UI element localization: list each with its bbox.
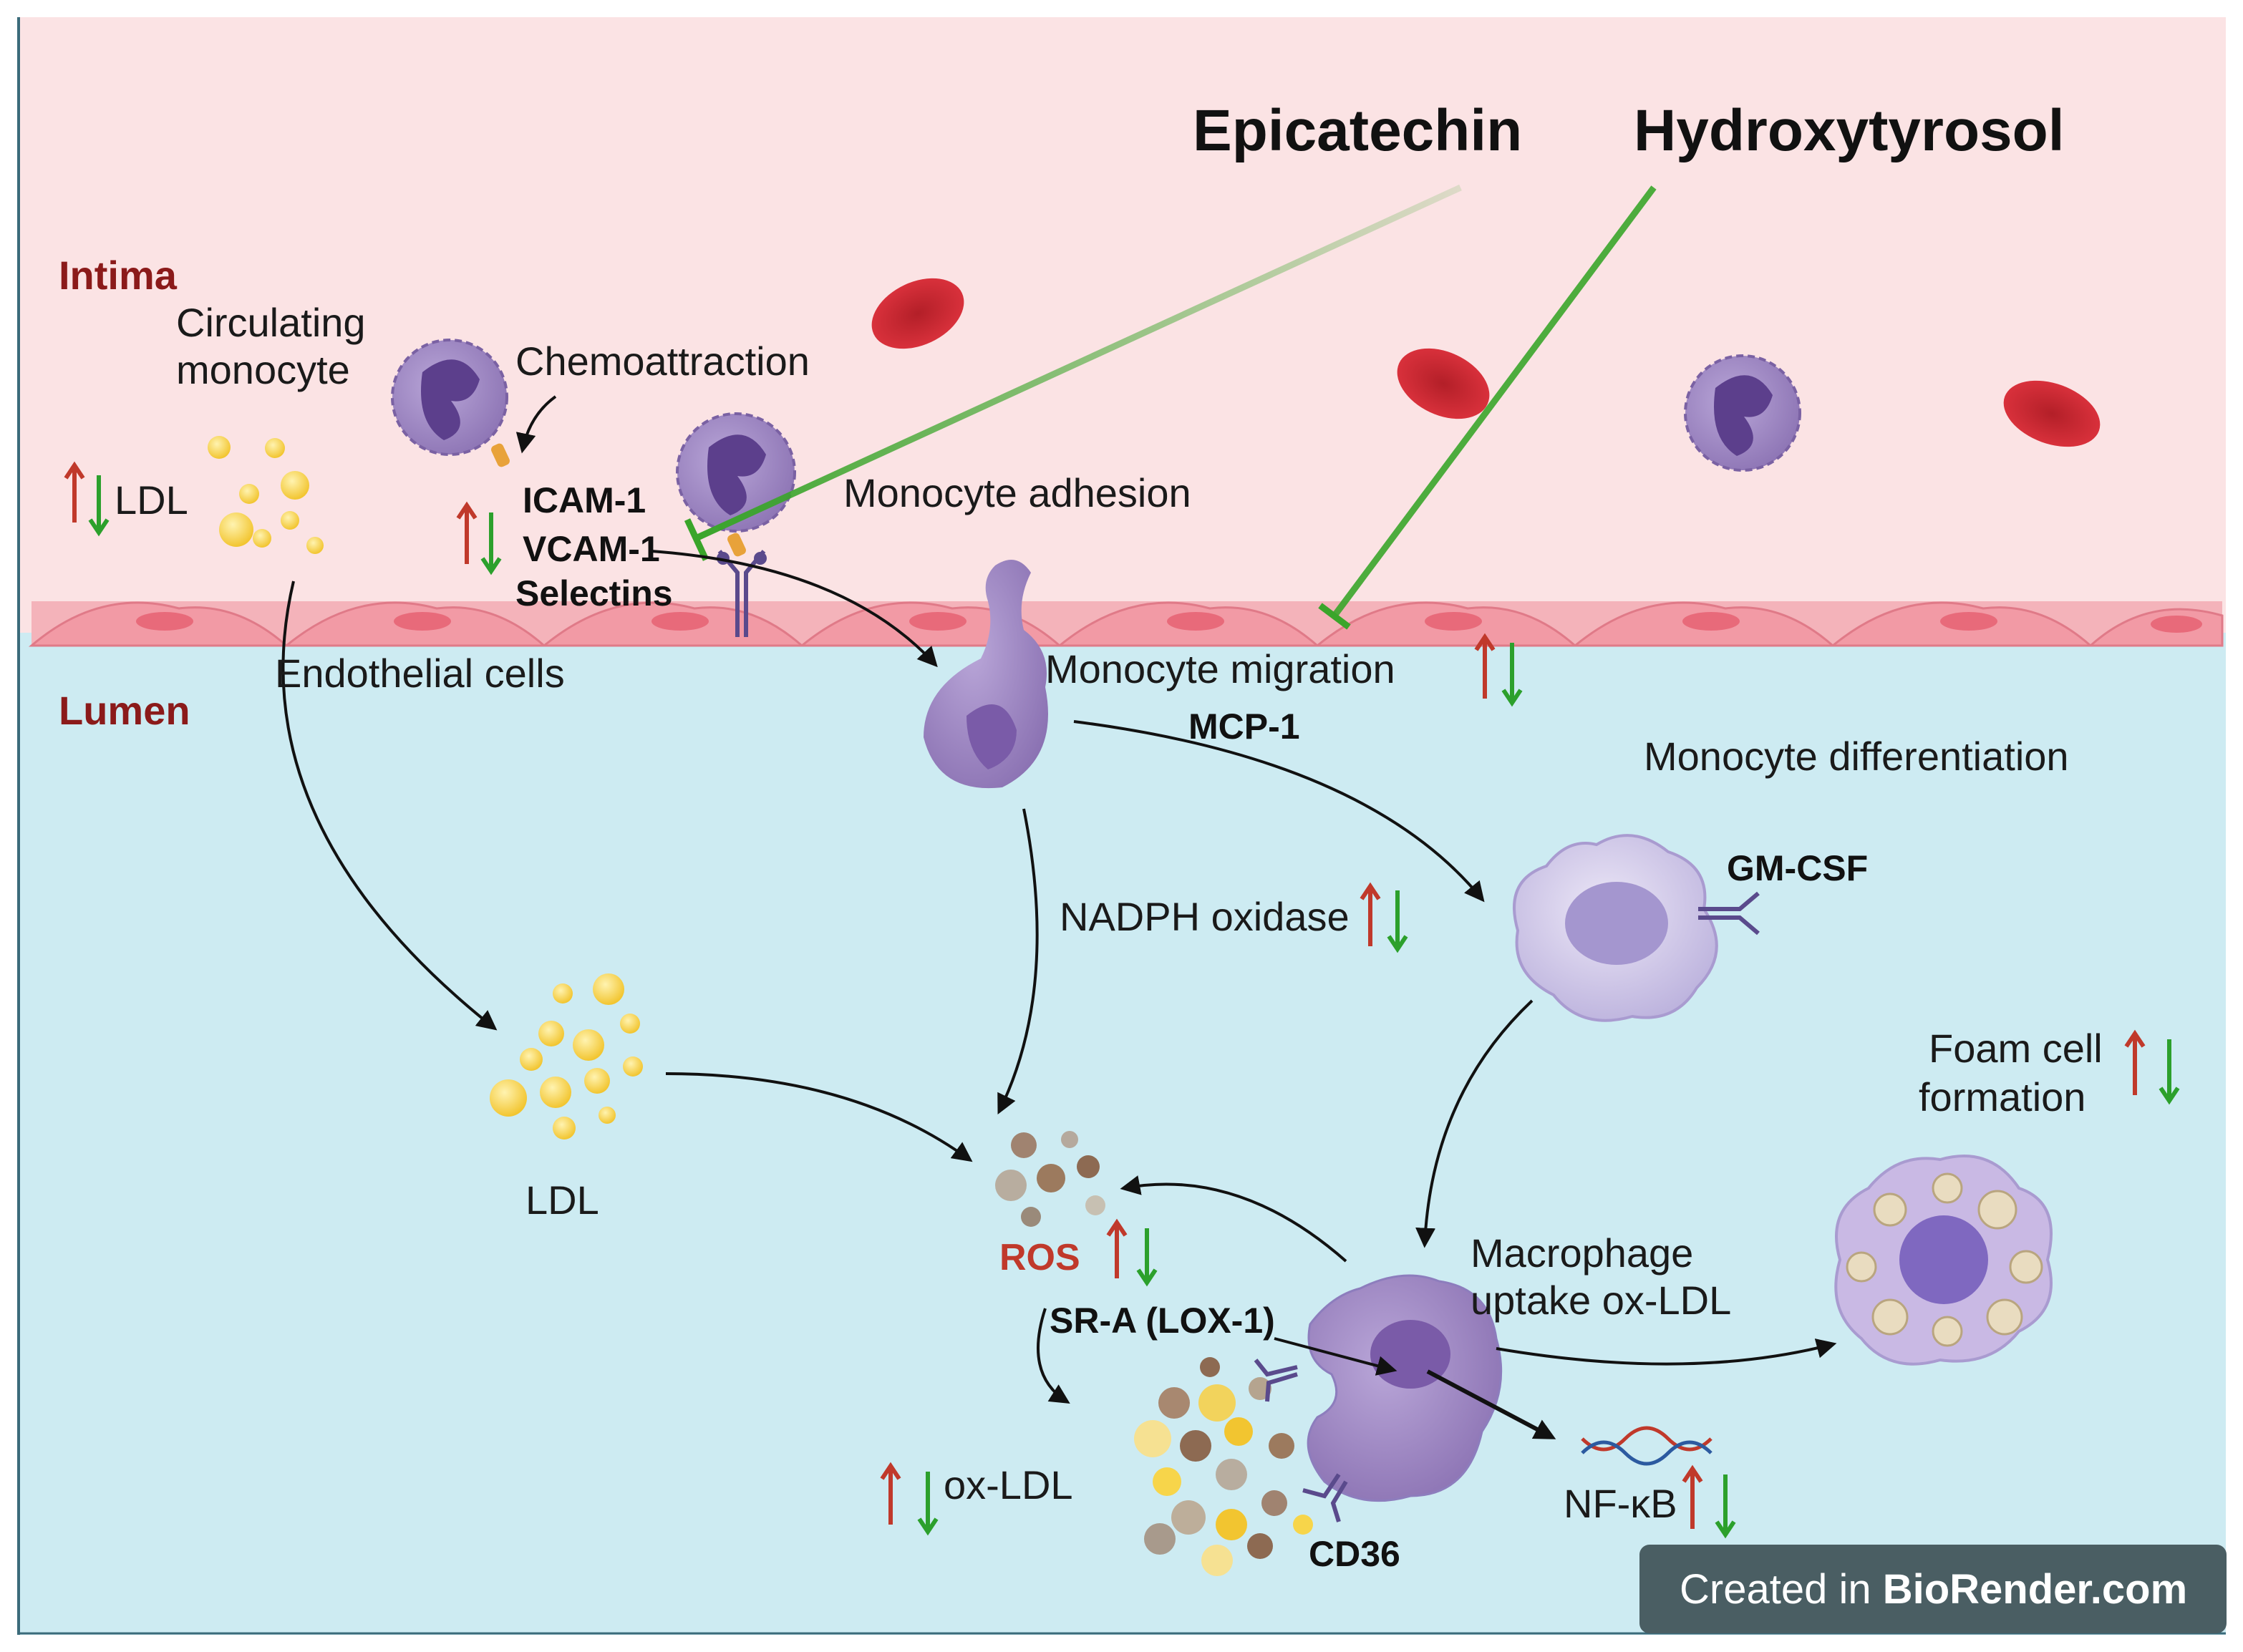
biorender-watermark: Created in BioRender.com	[1639, 1545, 2227, 1633]
migrating-monocyte	[924, 560, 1048, 789]
circulating-monocyte	[1684, 354, 1801, 472]
ros-particles	[995, 1131, 1105, 1227]
foam-cell	[1834, 1155, 2053, 1366]
icam-label: ICAM-1	[523, 480, 646, 520]
differentiation-arrow	[1415, 999, 1534, 1248]
dna-icon	[1581, 1426, 1712, 1466]
circulating-monocyte	[391, 339, 508, 456]
cd36-label: CD36	[1309, 1534, 1400, 1574]
nadph-up-down-icon	[1360, 882, 1408, 953]
red-blood-cell	[871, 278, 964, 349]
foam-cell-label: Foam cell	[1929, 1026, 2103, 1071]
mcp1-arrow	[1073, 720, 1485, 903]
monocyte-differentiation-label: Monocyte differentiation	[1644, 734, 2069, 779]
watermark-brand: BioRender.com	[1883, 1566, 2187, 1613]
chemoattraction-arrow	[515, 395, 557, 454]
ox-ldl-label: ox-LDL	[944, 1462, 1073, 1507]
svg-text:Created in BioRender.com: Created in BioRender.com	[1680, 1566, 2187, 1613]
foam-cell-label-line2: formation	[1919, 1074, 2085, 1119]
nadph-oxidase-label: NADPH oxidase	[1060, 894, 1350, 939]
circulating-monocyte-label-line2: monocyte	[176, 347, 350, 392]
ldl-lumen-label: LDL	[525, 1177, 599, 1223]
macrophage-label: Macrophage	[1471, 1230, 1693, 1276]
sr-a-label: SR-A (LOX-1)	[1050, 1301, 1275, 1341]
chemokine-icon	[491, 443, 510, 467]
ros-label: ROS	[999, 1237, 1080, 1278]
endothelial-cells-label: Endothelial cells	[275, 651, 565, 696]
ldl-particles-intima	[208, 436, 324, 554]
red-blood-cell	[2003, 380, 2101, 447]
ldl-up-down-icon	[64, 461, 110, 537]
epicatechin-inhibition-line	[684, 184, 1462, 561]
nfkb-activation-arrow	[1426, 1369, 1556, 1439]
chemoattraction-label: Chemoattraction	[515, 339, 810, 384]
migration-arrow	[651, 550, 938, 668]
hydroxytyrosol-inhibition-line	[1318, 185, 1657, 630]
foam-cell-up-down-icon	[2124, 1029, 2180, 1105]
macrophage-cell	[1513, 834, 1718, 1022]
chemokine-icon	[727, 533, 746, 557]
gm-csf-receptor-icon	[1698, 891, 1760, 936]
mcp1-label: MCP-1	[1188, 706, 1300, 747]
ox-ldl-arrow	[1037, 1308, 1070, 1404]
circulating-monocyte-label: Circulating	[176, 300, 366, 345]
compound-label-hydroxytyrosol: Hydroxytyrosol	[1634, 98, 2065, 163]
monocyte-to-ros-arrow	[997, 808, 1039, 1115]
watermark-prefix: Created in	[1680, 1566, 1883, 1613]
ldl-particles-lumen	[490, 973, 643, 1140]
uptake-arrow	[1274, 1337, 1397, 1376]
cd36-receptor-icon	[1302, 1473, 1348, 1522]
region-label-lumen: Lumen	[59, 688, 190, 733]
selectins-label: Selectins	[515, 573, 673, 613]
region-label-intima: Intima	[59, 253, 178, 298]
ros-up-down-icon	[1106, 1218, 1158, 1287]
gm-csf-label: GM-CSF	[1727, 848, 1868, 888]
migration-up-down-icon	[1474, 633, 1523, 707]
foam-cell-arrow	[1496, 1338, 1837, 1366]
compound-label-epicatechin: Epicatechin	[1193, 98, 1522, 163]
endothelium-layer	[28, 601, 2224, 647]
sr-a-receptor-icon	[1254, 1359, 1298, 1402]
monocyte-adhesion-label: Monocyte adhesion	[843, 470, 1191, 515]
ldl-intima-label: LDL	[115, 477, 188, 523]
lumen-background	[17, 633, 2226, 1635]
intima-background	[17, 17, 2226, 633]
red-blood-cell	[1397, 348, 1490, 419]
ldl-to-ros-arrow	[665, 1072, 973, 1162]
nfkb-label: NF-κB	[1564, 1481, 1677, 1526]
macrophage-label-line2: uptake ox-LDL	[1471, 1278, 1731, 1323]
ldl-entry-arrow	[281, 580, 498, 1031]
adhering-monocyte	[676, 412, 796, 533]
nfkb-up-down-icon	[1682, 1464, 1736, 1539]
monocyte-migration-label: Monocyte migration	[1045, 646, 1395, 691]
adhesion-up-down-icon	[456, 501, 502, 575]
ox-ldl-up-down-icon	[880, 1462, 939, 1536]
macrophage-to-ros-arrow	[1120, 1175, 1347, 1263]
vcam-label: VCAM-1	[523, 529, 660, 569]
